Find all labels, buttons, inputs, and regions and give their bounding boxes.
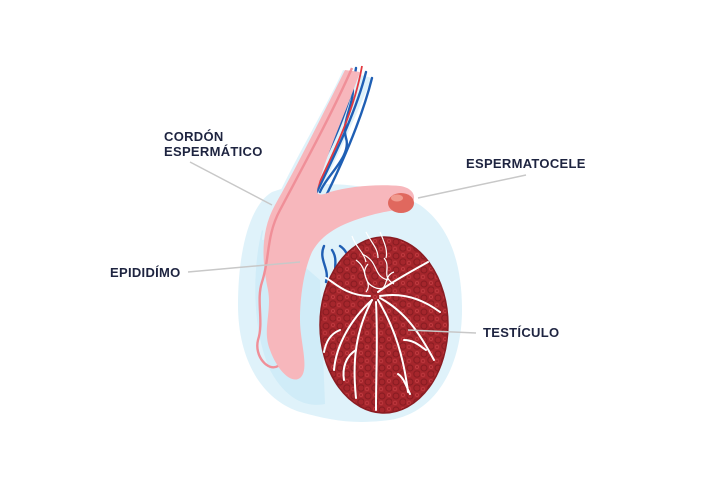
rete-testis <box>323 261 441 411</box>
vas-deferens <box>256 67 354 369</box>
leader-testiculo <box>407 329 477 334</box>
label-cordon-line1: CORDÓN <box>164 129 224 144</box>
label-cordon-espermatico: CORDÓN ESPERMÁTICO <box>164 129 263 159</box>
leader-espermatocele <box>417 174 527 199</box>
leader-cordon <box>189 161 273 206</box>
leader-epididimo <box>187 261 301 273</box>
spermatocele-highlight <box>391 194 403 202</box>
testis <box>319 236 449 414</box>
testicular-artery <box>311 65 363 199</box>
epididymis <box>263 70 415 380</box>
efferent-ductules <box>351 231 395 293</box>
leader-lines <box>187 161 527 334</box>
label-cordon-line2: ESPERMÁTICO <box>164 144 263 159</box>
label-espermatocele: ESPERMATOCELE <box>466 156 586 171</box>
label-epididimo: EPIDIDÍMO <box>110 265 181 280</box>
label-testiculo: TESTÍCULO <box>483 325 560 340</box>
